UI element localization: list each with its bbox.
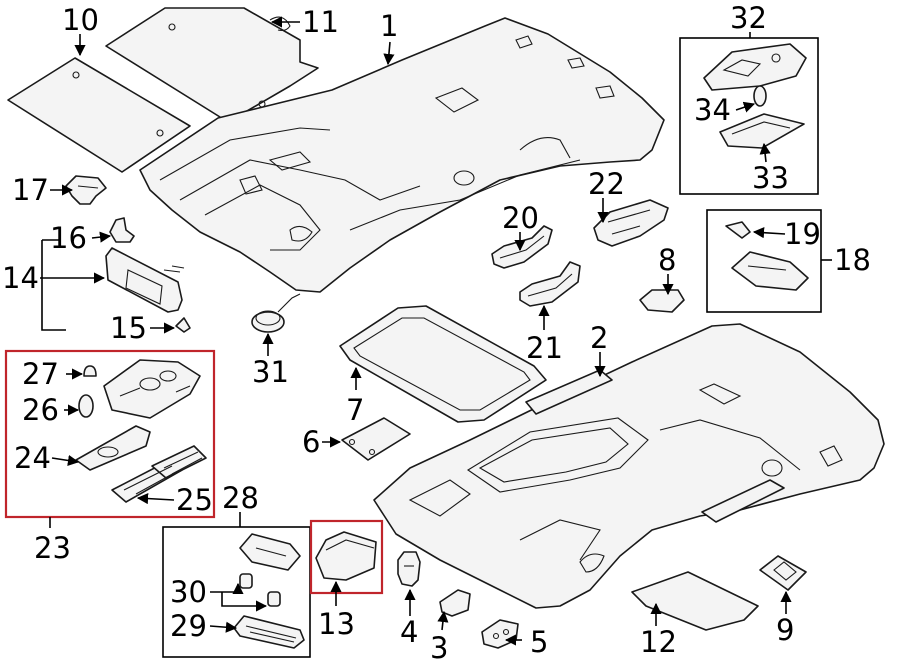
callout-4: 4 <box>400 615 418 649</box>
part-28-lamp <box>239 533 301 571</box>
callout-3: 3 <box>430 631 448 661</box>
callout-27: 27 <box>22 357 59 391</box>
callout-22: 22 <box>588 167 625 201</box>
part-32-console <box>703 43 807 91</box>
part-9-lamp <box>759 555 807 591</box>
part-2-headliner <box>373 323 885 609</box>
part-23-console <box>103 359 201 419</box>
part-24-lens <box>75 425 151 471</box>
leader-lines <box>40 16 832 646</box>
callout-6: 6 <box>302 425 320 459</box>
part-12-pad <box>631 571 759 631</box>
callout-1: 1 <box>380 9 398 43</box>
part-10-panel <box>7 57 191 173</box>
callout-numbers: 1 2 3 4 5 6 7 8 9 10 11 12 13 14 15 16 1… <box>2 1 871 661</box>
callout-29: 29 <box>170 609 207 643</box>
callout-28: 28 <box>222 481 259 515</box>
part-1-headliner <box>139 17 665 293</box>
callout-9: 9 <box>776 613 794 647</box>
part-14-sunvisor <box>105 247 185 313</box>
part-26-bulb <box>78 394 94 418</box>
callout-25: 25 <box>176 483 213 517</box>
part-15-clip <box>175 317 191 333</box>
part-22-bracket <box>593 199 669 247</box>
part-8-pad <box>639 289 685 313</box>
callout-26: 26 <box>22 393 59 427</box>
part-25-grille <box>111 445 207 503</box>
part-19-bulb <box>725 221 751 239</box>
part-4-clip <box>397 551 421 587</box>
callout-2: 2 <box>590 321 608 355</box>
callout-15: 15 <box>110 311 147 345</box>
part-33-lens <box>719 113 805 149</box>
callout-24: 24 <box>14 441 51 475</box>
part-13-cover <box>315 531 377 581</box>
callout-23: 23 <box>34 531 71 565</box>
part-21-handle <box>519 261 581 307</box>
part-16-hook <box>109 217 135 243</box>
group-box-32 <box>679 37 819 195</box>
callout-34: 34 <box>694 93 731 127</box>
part-30-bulb-a <box>239 573 253 589</box>
callout-32: 32 <box>730 1 767 35</box>
group-box-18 <box>706 209 822 313</box>
callout-33: 33 <box>752 161 789 195</box>
callout-16: 16 <box>50 221 87 255</box>
callout-14: 14 <box>2 261 39 295</box>
part-7-sunroof-frame <box>339 305 547 423</box>
callout-8: 8 <box>658 243 676 277</box>
callout-20: 20 <box>502 201 539 235</box>
part-5-bracket <box>481 619 519 649</box>
callout-21: 21 <box>526 331 563 365</box>
callout-10: 10 <box>62 3 99 37</box>
callout-31: 31 <box>252 355 289 389</box>
part-27-button <box>83 365 97 377</box>
callout-11: 11 <box>302 5 339 39</box>
part-2-rear-strip <box>525 369 785 523</box>
callout-13: 13 <box>318 607 355 641</box>
part-30-bulb-b <box>267 591 281 607</box>
part-6-pad <box>341 417 411 461</box>
callout-12: 12 <box>640 625 677 659</box>
callout-7: 7 <box>346 393 364 427</box>
callout-30: 30 <box>170 575 207 609</box>
group-box-13 <box>309 519 384 595</box>
callout-18: 18 <box>834 243 871 277</box>
part-29-lens <box>233 615 305 649</box>
group-box-23 <box>4 349 216 519</box>
callout-5: 5 <box>530 625 548 659</box>
callout-19: 19 <box>784 217 821 251</box>
part-17-clip <box>65 175 107 205</box>
part-31-lamp <box>251 293 301 333</box>
part-18-lamp <box>731 251 809 291</box>
callout-17: 17 <box>12 173 49 207</box>
part-34-bulb <box>753 85 767 107</box>
